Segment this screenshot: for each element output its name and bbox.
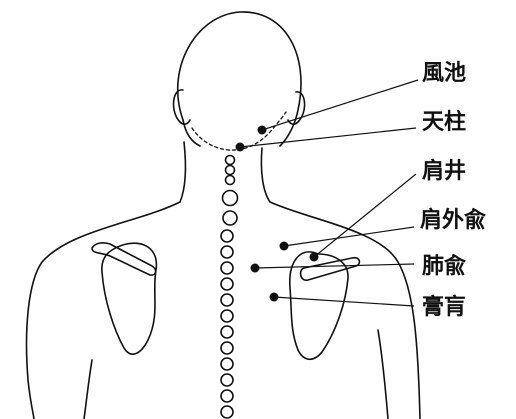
vertebra xyxy=(221,246,233,258)
neck-right xyxy=(261,148,270,202)
label-jianjing: 肩井 xyxy=(422,160,466,182)
vertebra xyxy=(221,294,233,306)
neck-left xyxy=(180,142,185,202)
vertebra xyxy=(223,211,237,225)
label-jianwaishu: 肩外兪 xyxy=(420,209,486,231)
label-fengchi: 風池 xyxy=(422,62,466,84)
tianzhu-point xyxy=(236,143,245,152)
vertebra xyxy=(226,166,235,175)
leader-feishu xyxy=(255,264,414,268)
vertebra xyxy=(223,191,238,206)
right-scapular-spine xyxy=(301,258,360,281)
vertebra xyxy=(221,230,233,242)
vertebra xyxy=(226,176,235,185)
vertebra xyxy=(221,326,233,338)
vertebra xyxy=(221,342,233,354)
label-gaohuang: 膏肓 xyxy=(422,296,466,318)
spine-vertebrae xyxy=(221,156,238,419)
leader-jianjing xyxy=(314,174,416,257)
vertebra xyxy=(221,310,233,322)
left-scapula xyxy=(102,243,157,354)
label-feishu: 肺兪 xyxy=(422,255,466,277)
right-shoulder xyxy=(270,202,420,419)
jianwaishu-point xyxy=(280,242,289,251)
label-tianzhu: 天柱 xyxy=(422,111,466,133)
vertebra xyxy=(221,390,233,402)
vertebra xyxy=(221,374,233,386)
vertebra xyxy=(221,278,233,290)
fengchi-point xyxy=(258,126,267,135)
jianjing-point xyxy=(310,253,319,262)
left-side xyxy=(84,360,92,419)
gaohuang-point xyxy=(270,293,279,302)
left-ear xyxy=(174,90,190,124)
right-side xyxy=(378,330,388,419)
head-outline xyxy=(178,12,301,146)
feishu-point xyxy=(251,264,260,273)
vertebra xyxy=(221,262,233,274)
vertebra xyxy=(226,156,235,165)
vertebra xyxy=(221,358,233,370)
left-shoulder xyxy=(27,202,180,419)
leader-fengchi xyxy=(262,80,418,130)
right-scapula xyxy=(290,252,348,359)
vertebra xyxy=(221,406,233,418)
